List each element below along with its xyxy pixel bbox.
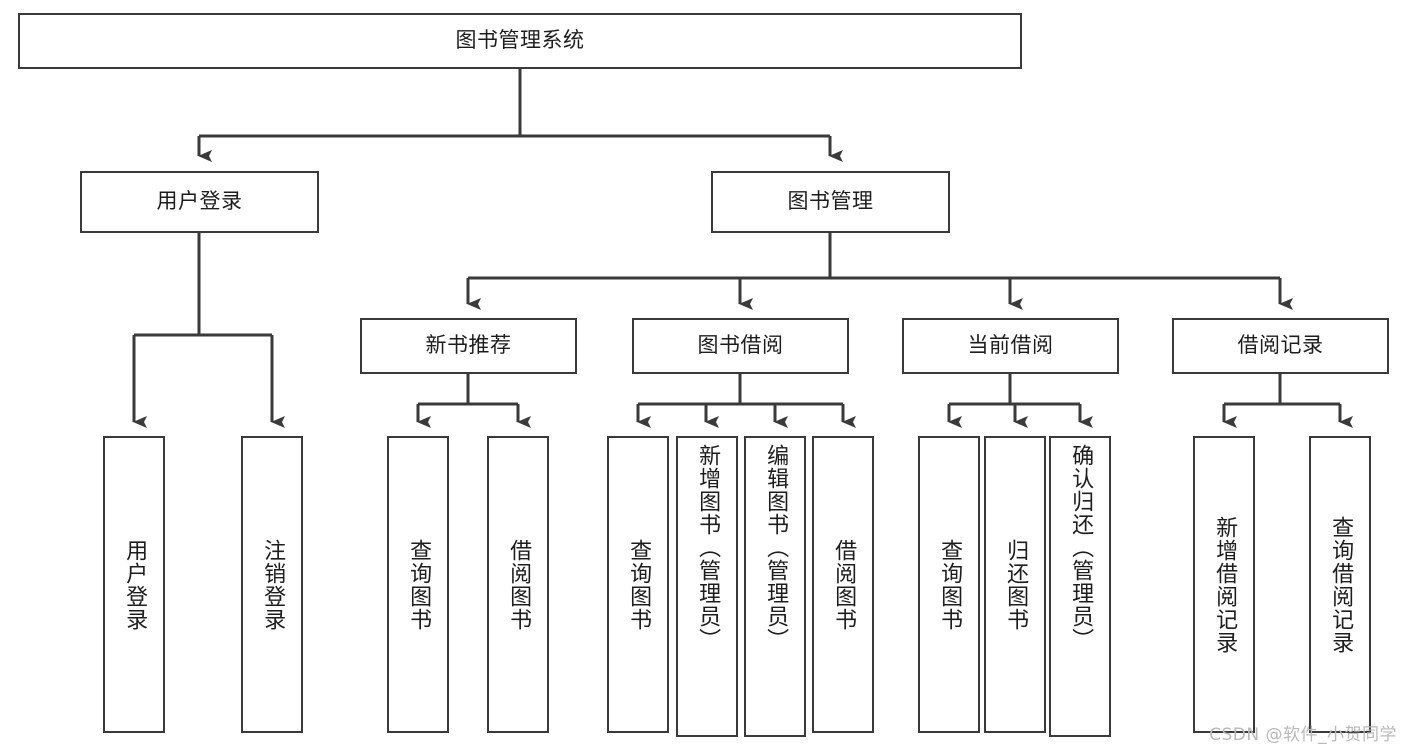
leaf-book-borrow-borrow-book[interactable]: 借阅图书 xyxy=(812,436,874,733)
node-label: 查询图书 xyxy=(626,538,652,631)
node-current-borrowing[interactable]: 当前借阅 xyxy=(902,318,1119,374)
node-user-login[interactable]: 用户登录 xyxy=(80,171,319,233)
node-label: 借阅图书 xyxy=(506,538,532,631)
node-label: 查询图书 xyxy=(406,538,432,631)
node-label: 用户登录 xyxy=(156,189,243,214)
leaf-book-borrow-query-book[interactable]: 查询图书 xyxy=(607,436,669,733)
leaf-current-borrow-query-book[interactable]: 查询图书 xyxy=(918,436,980,733)
node-new-book-recommendation[interactable]: 新书推荐 xyxy=(360,318,577,374)
node-label: 图书管理系统 xyxy=(455,28,585,53)
node-label: 当前借阅 xyxy=(967,333,1054,358)
leaf-new-book-query-book[interactable]: 查询图书 xyxy=(387,436,449,733)
node-label: 归还图书 xyxy=(1003,538,1029,631)
leaf-current-borrow-return-book[interactable]: 归还图书 xyxy=(984,436,1046,733)
node-label: 借阅记录 xyxy=(1237,333,1324,358)
node-label: 用户登录 xyxy=(122,538,148,631)
leaf-book-borrow-edit-book-admin[interactable]: 编辑图书（管理员） xyxy=(744,436,806,737)
node-label: 新增图书（管理员） xyxy=(695,444,721,651)
leaf-book-borrow-add-book-admin[interactable]: 新增图书（管理员） xyxy=(676,436,738,737)
node-label: 新书推荐 xyxy=(425,333,512,358)
node-label: 查询图书 xyxy=(937,538,963,631)
leaf-current-borrow-confirm-return-admin[interactable]: 确认归还（管理员） xyxy=(1049,436,1111,737)
csdn-watermark: CSDN @软件_小贺同学 xyxy=(1209,725,1397,745)
node-borrow-records[interactable]: 借阅记录 xyxy=(1172,318,1389,374)
node-label: 注销登录 xyxy=(260,538,286,631)
leaf-borrow-record-query-record[interactable]: 查询借阅记录 xyxy=(1309,436,1371,733)
node-book-borrowing[interactable]: 图书借阅 xyxy=(632,318,849,374)
node-label: 编辑图书（管理员） xyxy=(763,444,789,651)
node-label: 借阅图书 xyxy=(831,538,857,631)
node-label: 查询借阅记录 xyxy=(1328,515,1354,654)
node-label: 图书借阅 xyxy=(697,333,784,358)
leaf-new-book-borrow-book[interactable]: 借阅图书 xyxy=(487,436,549,733)
node-root-book-management-system[interactable]: 图书管理系统 xyxy=(18,13,1022,69)
node-label: 确认归还（管理员） xyxy=(1068,444,1094,651)
node-label: 新增借阅记录 xyxy=(1212,515,1238,654)
node-label: 图书管理 xyxy=(787,189,874,214)
leaf-user-login-login[interactable]: 用户登录 xyxy=(103,436,165,733)
leaf-borrow-record-add-record[interactable]: 新增借阅记录 xyxy=(1193,436,1255,733)
node-book-management[interactable]: 图书管理 xyxy=(711,171,950,233)
leaf-user-login-logout[interactable]: 注销登录 xyxy=(241,436,303,733)
